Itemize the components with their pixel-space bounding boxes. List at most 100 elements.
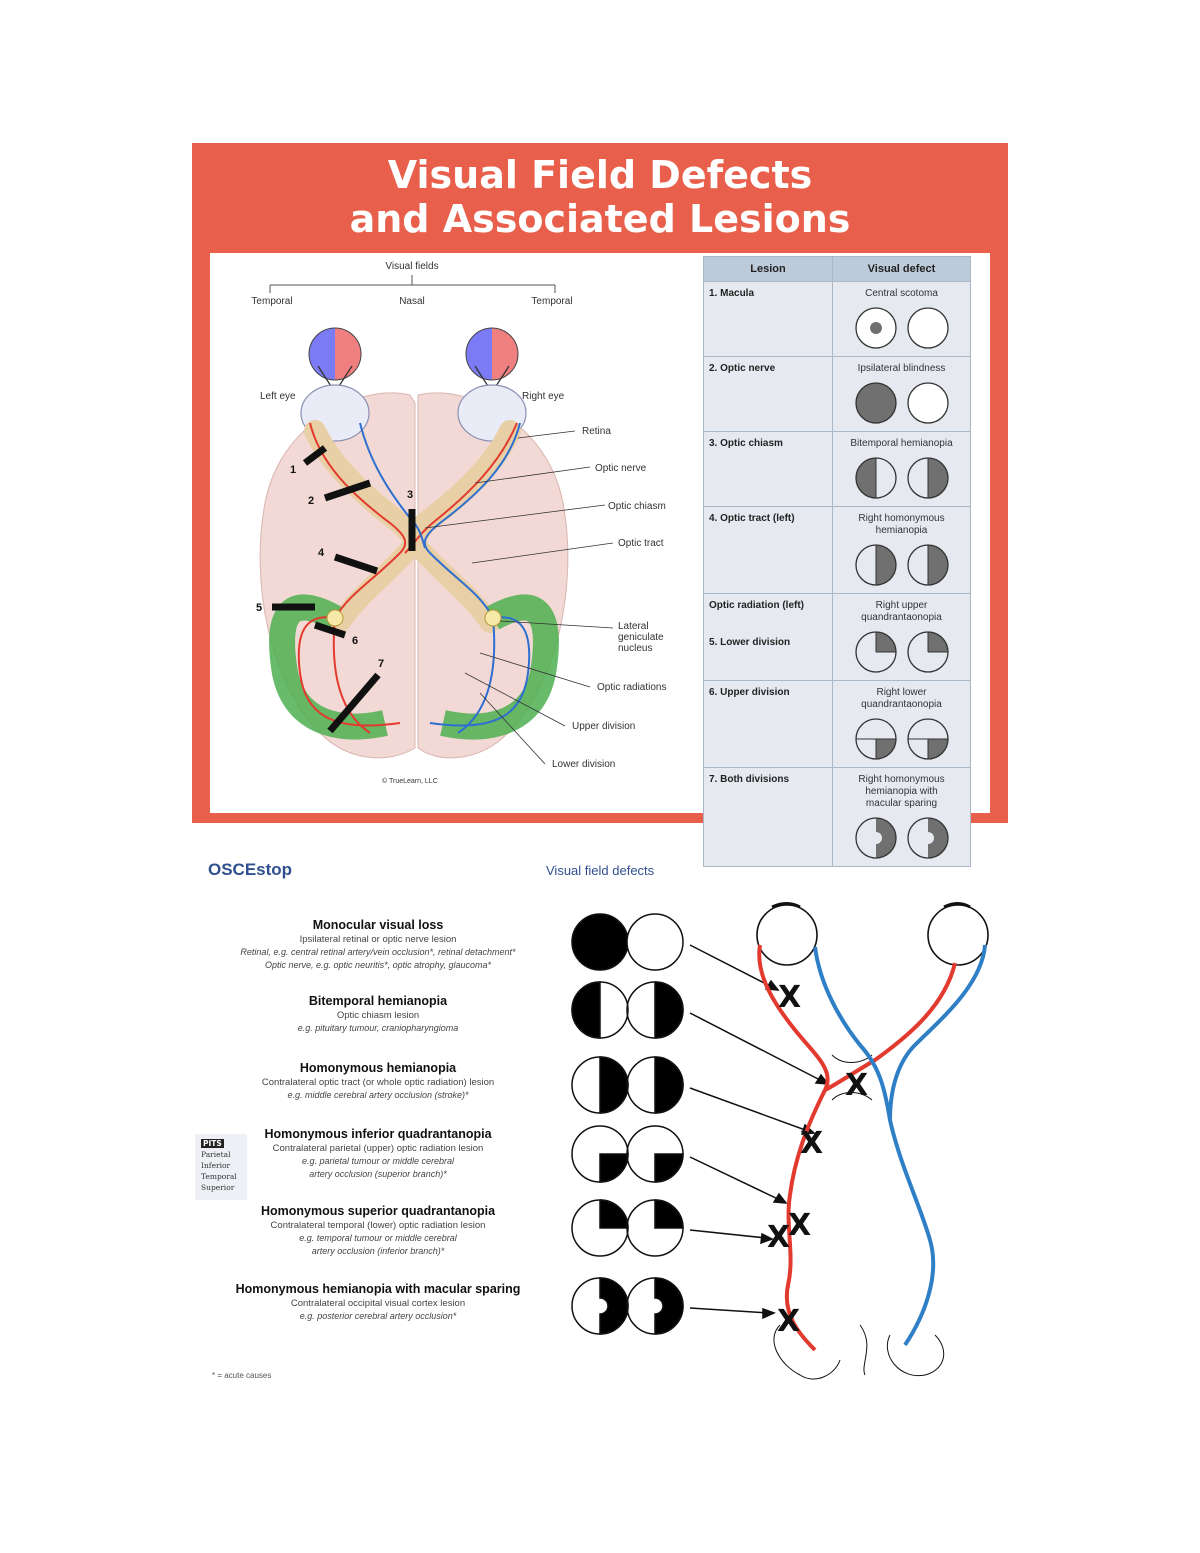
col-visual-defect: Visual defect [832, 256, 971, 282]
defect-title: Homonymous superior quadrantanopia [260, 1204, 496, 1218]
lesion-name: 4. Optic tract (left) [703, 506, 833, 594]
defect-sub: Contralateral optic tract (or whole opti… [261, 1077, 495, 1088]
osce-red-pathway [757, 944, 957, 1352]
label-optic-chiasm: Optic chiasm [608, 501, 666, 512]
lesion-name: Optic radiation (left) [709, 600, 804, 611]
defect-title: Bitemporal hemianopia [308, 994, 448, 1008]
left-visual-field-icon [308, 327, 362, 381]
osce-pathway-diagram: X X X X X X [571, 902, 989, 1380]
lesion-table: Lesion Visual defect 1. Macula Central s… [703, 256, 971, 867]
label-right-eye: Right eye [522, 391, 565, 402]
field-macular-sparing-left [854, 817, 897, 859]
osce-right-eye [927, 904, 989, 966]
defect-monocular: Monocular visual loss Ipsilateral retina… [200, 917, 556, 972]
defect-inferior-quadrantanopia: Homonymous inferior quadrantanopia Contr… [200, 1126, 556, 1181]
lesion-name: 5. Lower division [709, 637, 791, 648]
osce-field-row-homonymous [571, 1056, 684, 1114]
field-right-upper-right [906, 631, 949, 673]
lesion-name: 3. Optic chiasm [703, 431, 833, 507]
osce-field-row-macular-sparing [571, 1277, 684, 1335]
defect-example: e.g. pituitary tumour, craniopharyngioma [297, 1023, 459, 1033]
defect-text: quandrantaonopia [861, 612, 942, 623]
osce-blue-pathway [813, 944, 987, 1347]
field-right-upper-left [854, 631, 897, 673]
pits-badge: PITS [201, 1139, 224, 1148]
right-visual-field-icon [465, 327, 519, 381]
defect-title: Homonymous hemianopia with macular spari… [235, 1282, 521, 1296]
pits-line: Superior [201, 1183, 235, 1192]
osce-heading: Visual field defects [546, 863, 655, 878]
table-row: 7. Both divisions Right homonymous hemia… [703, 767, 971, 867]
defect-sub: Contralateral occipital visual cortex le… [290, 1298, 466, 1309]
table-row: 3. Optic chiasm Bitemporal hemianopia [703, 431, 971, 507]
defect-example: artery occlusion (inferior branch)* [311, 1246, 445, 1256]
defect-text: hemianopia [875, 525, 928, 536]
lesion-name: 6. Upper division [703, 680, 833, 768]
label-visual-fields: Visual fields [385, 261, 438, 272]
defect-example: artery occlusion (superior branch)* [309, 1169, 447, 1179]
table-row: 6. Upper division Right lower quandranta… [703, 680, 971, 768]
field-right-hemi-left [854, 544, 897, 586]
defect-sub: Contralateral temporal (lower) optic rad… [270, 1220, 486, 1231]
poster: Visual Field Defects and Associated Lesi… [192, 143, 1008, 867]
lesion-number-7: 7 [378, 658, 384, 670]
defect-example: e.g. posterior cerebral artery occlusion… [299, 1311, 457, 1321]
field-blind-left [854, 382, 897, 424]
lesion-name: 7. Both divisions [703, 767, 833, 867]
lesion-x-icon: X [800, 1126, 823, 1161]
defect-text: Right lower [876, 687, 927, 698]
defect-example: Retinal, e.g. central retinal artery/vei… [240, 947, 516, 957]
label-temporal-right: Temporal [531, 296, 572, 307]
table-row: 1. Macula Central scotoma [703, 281, 971, 357]
osce-field-row-superior-quadrant [571, 1199, 684, 1257]
defect-text: Ipsilateral blindness [857, 363, 946, 374]
pits-line: Inferior [201, 1161, 231, 1170]
visual-pathway-diagram: Visual fields Temporal Nasal Temporal [251, 261, 666, 785]
label-left-eye: Left eye [260, 391, 296, 402]
pits-line: Parietal [201, 1150, 231, 1159]
defect-text: Right upper [875, 600, 928, 611]
lesion-number-3: 3 [407, 489, 413, 501]
lesion-name: 1. Macula [703, 281, 833, 357]
defect-title: Homonymous hemianopia [299, 1061, 457, 1075]
table-row: 4. Optic tract (left) Right homonymous h… [703, 506, 971, 594]
defect-title: Monocular visual loss [312, 918, 444, 932]
blue-pathway [359, 422, 531, 734]
label-optic-radiations: Optic radiations [597, 682, 666, 693]
label-lower-division: Lower division [552, 759, 615, 770]
lesion-x-icon: X [788, 1208, 811, 1243]
poster-content: Visual fields Temporal Nasal Temporal [210, 253, 990, 867]
table-row: 2. Optic nerve Ipsilateral blindness [703, 356, 971, 432]
field-right-hemi-right [906, 544, 949, 586]
defect-text: Right homonymous [858, 513, 945, 524]
poster-title-line2: and Associated Lesions [349, 197, 851, 241]
defect-macular-sparing: Homonymous hemianopia with macular spari… [200, 1281, 556, 1323]
defect-superior-quadrantanopia: Homonymous superior quadrantanopia Contr… [200, 1203, 556, 1258]
label-lgn-2: geniculate [618, 632, 664, 643]
pits-mnemonic: PITS Parietal Inferior Temporal Superior [195, 1134, 247, 1200]
osce-left-eye [756, 904, 818, 966]
lesion-x-icon: X [778, 980, 801, 1015]
field-right-lower-right [906, 718, 949, 760]
field-right-lower-left [854, 718, 897, 760]
defect-example: e.g. middle cerebral artery occlusion (s… [287, 1090, 469, 1100]
defect-example: e.g. temporal tumour or middle cerebral [299, 1233, 457, 1243]
osce-field-row-inferior-quadrant [571, 1125, 684, 1183]
label-optic-tract: Optic tract [618, 538, 664, 549]
footnote: * = acute causes [212, 1371, 272, 1380]
defect-text: quandrantaonopia [861, 699, 942, 710]
defect-example: Optic nerve, e.g. optic neuritis*, optic… [265, 960, 491, 970]
label-temporal-left: Temporal [251, 296, 292, 307]
osce-arrows [689, 944, 830, 1320]
lesion-number-2: 2 [308, 495, 314, 507]
defect-sub: Contralateral parietal (upper) optic rad… [272, 1143, 484, 1154]
field-normal-right [906, 382, 949, 424]
label-optic-nerve: Optic nerve [595, 463, 647, 474]
poster-title-line1: Visual Field Defects [387, 153, 813, 197]
field-scotoma-left [854, 307, 897, 349]
lesion-number-6: 6 [352, 635, 358, 647]
lesion-table-header: Lesion Visual defect [703, 256, 971, 282]
label-upper-division: Upper division [572, 721, 635, 732]
defect-bitemporal: Bitemporal hemianopia Optic chiasm lesio… [200, 993, 556, 1035]
defect-text: Bitemporal hemianopia [850, 438, 953, 449]
